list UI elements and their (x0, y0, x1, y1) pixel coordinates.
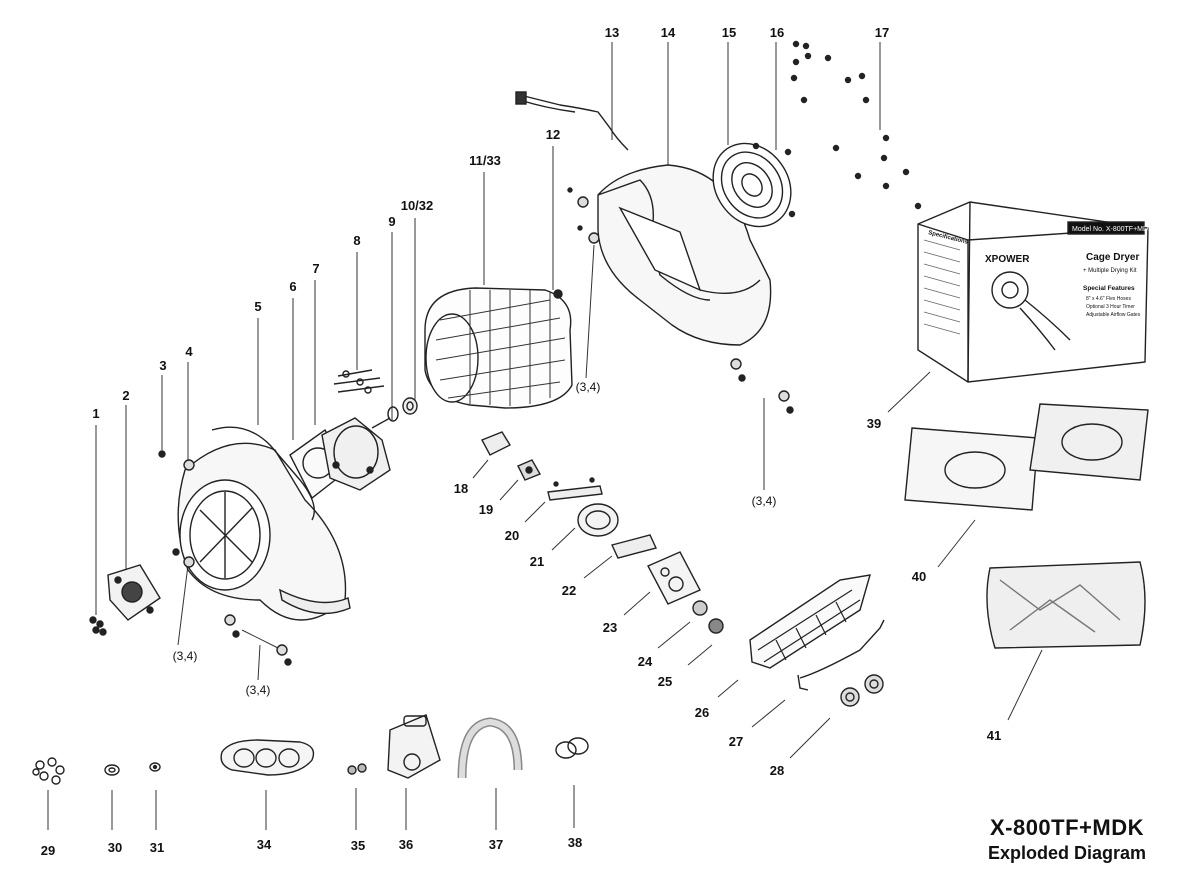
callout-3: 3 (159, 358, 167, 373)
part-10-bushing (402, 397, 418, 415)
callout-25: 25 (657, 674, 673, 689)
rear-fasteners (730, 358, 794, 414)
part-19-switch (517, 459, 542, 481)
part-21-light (577, 503, 619, 537)
callout-10-32: 10/32 (400, 198, 434, 213)
callout-3-4-front: (3,4) (172, 649, 198, 663)
part-13-power-cord (515, 91, 629, 151)
model-title: X-800TF+MDK (989, 815, 1144, 840)
callout-18: 18 (453, 481, 469, 496)
callout-15: 15 (721, 25, 737, 40)
callout-3-4-rear-base: (3,4) (751, 494, 777, 508)
callout-17: 17 (874, 25, 890, 40)
callout-14: 14 (660, 25, 676, 40)
callout-24: 24 (637, 654, 653, 669)
box-product: Cage Dryer (1086, 252, 1139, 263)
callout-31: 31 (149, 840, 165, 855)
part-35-knobs (347, 763, 367, 775)
callout-6: 6 (289, 279, 297, 294)
box-product-sub: + Multiple Drying Kit (1083, 268, 1137, 274)
callout-9: 9 (388, 214, 396, 229)
part-20-bracket (547, 477, 603, 501)
part-26-cable (797, 619, 885, 691)
part-31-nut (149, 762, 161, 772)
part-28-caps (840, 674, 884, 707)
diagram-subtitle: Exploded Diagram (987, 843, 1146, 863)
callout-37: 37 (488, 837, 504, 852)
part-34-manifold (220, 739, 315, 776)
callout-1: 1 (92, 406, 100, 421)
callout-29: 29 (40, 843, 56, 858)
part-30-washer (104, 764, 120, 776)
callout-38: 38 (567, 835, 583, 850)
callout-2: 2 (122, 388, 130, 403)
leader-lines (47, 42, 1043, 830)
box-brand: XPOWER (985, 254, 1030, 265)
callout-8: 8 (353, 233, 361, 248)
part-29-wheels (32, 757, 65, 785)
part-9-washer (387, 406, 399, 422)
callout-22: 22 (561, 583, 577, 598)
part-27-grille (749, 574, 871, 669)
part-41-bag (986, 561, 1146, 649)
callout-7: 7 (312, 261, 320, 276)
part-38-clamps (555, 737, 589, 759)
part-2-bracket (107, 564, 161, 621)
callout-4: 4 (185, 344, 193, 359)
callout-3-4-base: (3,4) (245, 683, 271, 697)
part-24-knob (692, 600, 708, 616)
part-5-front-housing (177, 426, 351, 621)
part-7-motor (321, 417, 391, 491)
callout-20: 20 (504, 528, 520, 543)
callout-11-33: 11/33 (469, 153, 501, 168)
part-39-box (917, 201, 1149, 383)
callout-28: 28 (769, 763, 785, 778)
part-25-knob (708, 618, 724, 634)
callout-26: 26 (694, 705, 710, 720)
callout-41: 41 (986, 728, 1002, 743)
callout-13: 13 (604, 25, 620, 40)
callout-35: 35 (350, 838, 366, 853)
box-features-title: Special Features (1083, 285, 1135, 292)
part-18-capacitor (481, 431, 511, 456)
box-feature-2: Optional 3 Hour Timer (1086, 304, 1135, 310)
callout-21: 21 (529, 554, 545, 569)
callout-27: 27 (728, 734, 744, 749)
callout-16: 16 (769, 25, 785, 40)
part-1-screws (89, 616, 107, 636)
callout-36: 36 (398, 837, 414, 852)
callout-5: 5 (254, 299, 262, 314)
callout-30: 30 (107, 840, 123, 855)
part-16-17-screws (752, 40, 922, 218)
callout-34: 34 (256, 837, 272, 852)
part-40-foam (904, 403, 1149, 511)
part-8-clips (333, 369, 385, 394)
part-36-timer (387, 714, 441, 779)
box-feature-3: Adjustable Airflow Gates (1086, 312, 1141, 318)
callout-3-4-rear: (3,4) (575, 380, 601, 394)
callout-12: 12 (545, 127, 561, 142)
part-12-fasteners (553, 187, 600, 299)
callout-23: 23 (602, 620, 618, 635)
part-22-panel (611, 534, 657, 559)
part-15-grille (712, 142, 792, 228)
title-block: X-800TF+MDK Exploded Diagram (988, 815, 1146, 864)
part-37-hose (457, 717, 523, 779)
callout-19: 19 (478, 502, 494, 517)
box-feature-1: 8" x 4.6" Flex Hoses (1086, 296, 1131, 302)
part-11-blower-wheel (424, 287, 573, 409)
callout-39: 39 (866, 416, 882, 431)
part-23-control-panel (647, 551, 701, 605)
front-fasteners (158, 450, 292, 666)
box-model-label: Model No. X-800TF+MDK (1072, 226, 1153, 233)
callout-40: 40 (911, 569, 927, 584)
